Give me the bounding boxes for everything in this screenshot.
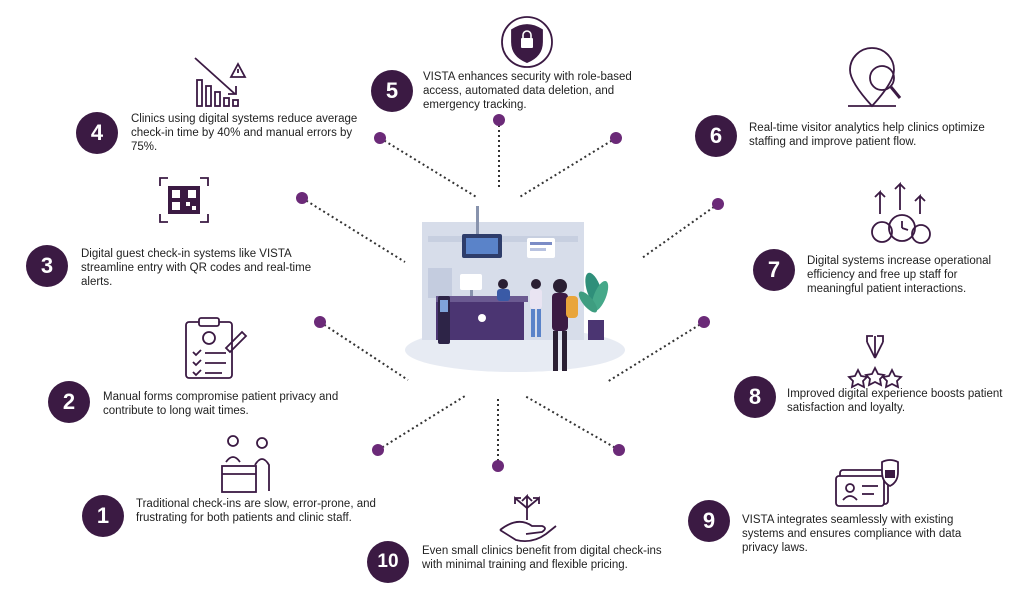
connector-line-2	[319, 321, 409, 381]
step-2-text: Manual forms compromise patient privacy …	[103, 391, 339, 417]
hand-arrows-icon	[499, 493, 557, 543]
step-10-badge: 10	[367, 541, 409, 583]
stars-arrows-icon	[847, 335, 903, 389]
monitor	[460, 274, 482, 290]
step-6-badge: 6	[695, 115, 737, 157]
connector-dot-6	[610, 132, 622, 144]
step-5-text: VISTA enhances security with role-based …	[423, 71, 632, 111]
step-8-text: Improved digital experience boosts patie…	[787, 388, 1003, 414]
connector-dot-8	[698, 316, 710, 328]
step-3-text: Digital guest check-in systems like VIST…	[81, 248, 312, 288]
visitor-small	[531, 279, 541, 289]
step-10-text: Even small clinics benefit from digital …	[422, 545, 662, 571]
step-7-badge: 7	[753, 249, 795, 291]
receptionist	[498, 279, 508, 289]
step-4-text: Clinics using digital systems reduce ave…	[131, 113, 358, 153]
connector-dot-10	[492, 460, 504, 472]
step-8-badge: 8	[734, 376, 776, 418]
connector-dot-9	[613, 444, 625, 456]
patient-with-backpack	[553, 279, 567, 293]
step-6-text: Real-time visitor analytics help clinics…	[749, 122, 985, 148]
connector-line-8	[606, 321, 705, 383]
location-search-icon	[848, 47, 902, 108]
connector-lines	[296, 114, 724, 472]
backpack	[566, 296, 578, 318]
receptionist-desk-icon	[221, 435, 270, 493]
connector-dot-7	[712, 198, 724, 210]
id-card-lock-icon	[835, 459, 899, 507]
step-9-text: VISTA integrates seamlessly with existin…	[742, 514, 962, 554]
connector-dot-5	[493, 114, 505, 126]
connector-dot-3	[296, 192, 308, 204]
step-1-text: Traditional check-ins are slow, error-pr…	[136, 498, 376, 524]
step-3-badge: 3	[26, 245, 68, 287]
step-7-text: Digital systems increase operational eff…	[807, 255, 992, 295]
connector-line-3	[301, 197, 406, 263]
security-shield-lock-icon	[501, 16, 553, 68]
connector-dot-1	[372, 444, 384, 456]
plant-pot	[588, 320, 604, 340]
clipboard-form-icon	[185, 317, 248, 379]
connector-dot-2	[314, 316, 326, 328]
step-4-badge: 4	[76, 112, 118, 154]
step-5-badge: 5	[371, 70, 413, 112]
connector-line-7	[641, 203, 719, 259]
step-1-badge: 1	[82, 495, 124, 537]
gears-arrows-icon	[871, 181, 931, 244]
connector-line-6	[517, 137, 617, 199]
step-9-badge: 9	[688, 500, 730, 542]
connector-line-1	[377, 395, 466, 451]
connector-dot-4	[374, 132, 386, 144]
step-2-badge: 2	[48, 381, 90, 423]
declining-chart-warning-icon	[194, 57, 247, 107]
connector-line-4	[379, 137, 479, 199]
qr-code-icon	[159, 177, 209, 223]
clinic-reception-illustration	[405, 206, 625, 372]
connector-line-9	[524, 395, 620, 451]
